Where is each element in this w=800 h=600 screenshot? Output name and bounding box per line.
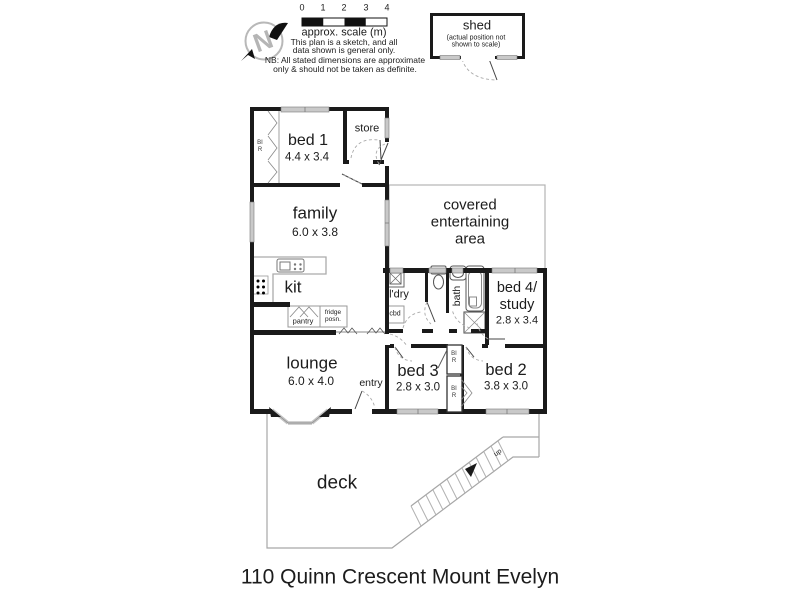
room-lounge-dims: 6.0 x 4.0	[287, 374, 335, 388]
shed-note-2: shown to scale)	[451, 41, 501, 49]
scale-nb-2: only & should not be taken as definite.	[273, 63, 417, 74]
bir-label-bed2: BIR	[451, 386, 457, 399]
scale-note-1: This plan is a sketch, and all	[290, 36, 398, 47]
fridge-box	[319, 305, 348, 328]
robes	[267, 110, 473, 413]
room-family-label: family	[292, 203, 338, 223]
pantry-bifold	[289, 306, 319, 318]
room-kit-label: kit	[284, 277, 302, 297]
window-mullions	[304, 107, 516, 414]
room-bed4-dims: 2.8 x 3.4	[495, 314, 539, 327]
shed-note-1: (actual position not	[446, 34, 506, 42]
door-arcs	[342, 58, 497, 409]
room-bed3-label: bed 3	[397, 361, 439, 380]
room-bed3-dims: 2.8 x 3.0	[395, 381, 441, 394]
scale-note-2: data shown is general only.	[292, 44, 396, 55]
page-title: 110 Quinn Crescent Mount Evelyn	[240, 565, 560, 589]
room-ldry-label: l'dry	[389, 288, 409, 301]
scale-nb-1: NB: All stated dimensions are approximat…	[264, 54, 426, 65]
bir-label-bed1: BIR	[257, 140, 263, 153]
shed-outline	[430, 13, 525, 61]
room-bath-label: bath	[450, 285, 463, 307]
covered-area-line1: covered	[443, 196, 497, 214]
bir-label-bed3: BIR	[451, 351, 457, 364]
room-store-label: store	[354, 122, 380, 135]
shed-label: shed	[462, 17, 492, 33]
stairs-up-arrow	[465, 463, 477, 477]
door-openings	[352, 142, 390, 415]
stairs	[410, 440, 509, 527]
fridge-label-2: posn.	[325, 315, 341, 323]
fridge-label-1: fridge	[324, 308, 342, 316]
scale-tick-1: 1	[320, 2, 326, 13]
covered-area-line2: entertaining	[430, 213, 510, 231]
room-family-dims: 6.0 x 3.8	[291, 225, 339, 239]
deck-outline	[266, 413, 540, 549]
deck-label: deck	[316, 472, 358, 494]
compass-icon	[241, 21, 288, 61]
bay-window	[269, 407, 331, 425]
scale-tick-4: 4	[384, 2, 390, 13]
room-bed2-label: bed 2	[485, 360, 527, 379]
room-bed4-line1: bed 4/	[496, 279, 538, 296]
pantry-label: pantry	[292, 316, 314, 326]
scale-tick-2: 2	[341, 2, 347, 13]
kitchen-bench	[252, 256, 327, 305]
cbd-label: cbd	[389, 310, 401, 318]
scale-caption: approx. scale (m)	[301, 26, 387, 39]
bathtub-icon	[465, 265, 485, 312]
room-bed1-dims: 4.4 x 3.4	[284, 151, 330, 164]
room-bed4-line2: study	[499, 296, 535, 313]
scale-bar	[301, 17, 388, 27]
covered-area-line3: area	[454, 230, 486, 248]
room-bed2-dims: 3.8 x 3.0	[483, 380, 529, 393]
scale-tick-0: 0	[299, 2, 305, 13]
folding-door-symbols	[336, 327, 386, 335]
stove-icon	[276, 258, 305, 273]
room-bed1-label: bed 1	[287, 132, 329, 149]
room-lounge-label: lounge	[286, 353, 338, 373]
scale-tick-3: 3	[363, 2, 369, 13]
heater-dots-icon	[252, 275, 269, 295]
entry-label: entry	[359, 376, 383, 389]
